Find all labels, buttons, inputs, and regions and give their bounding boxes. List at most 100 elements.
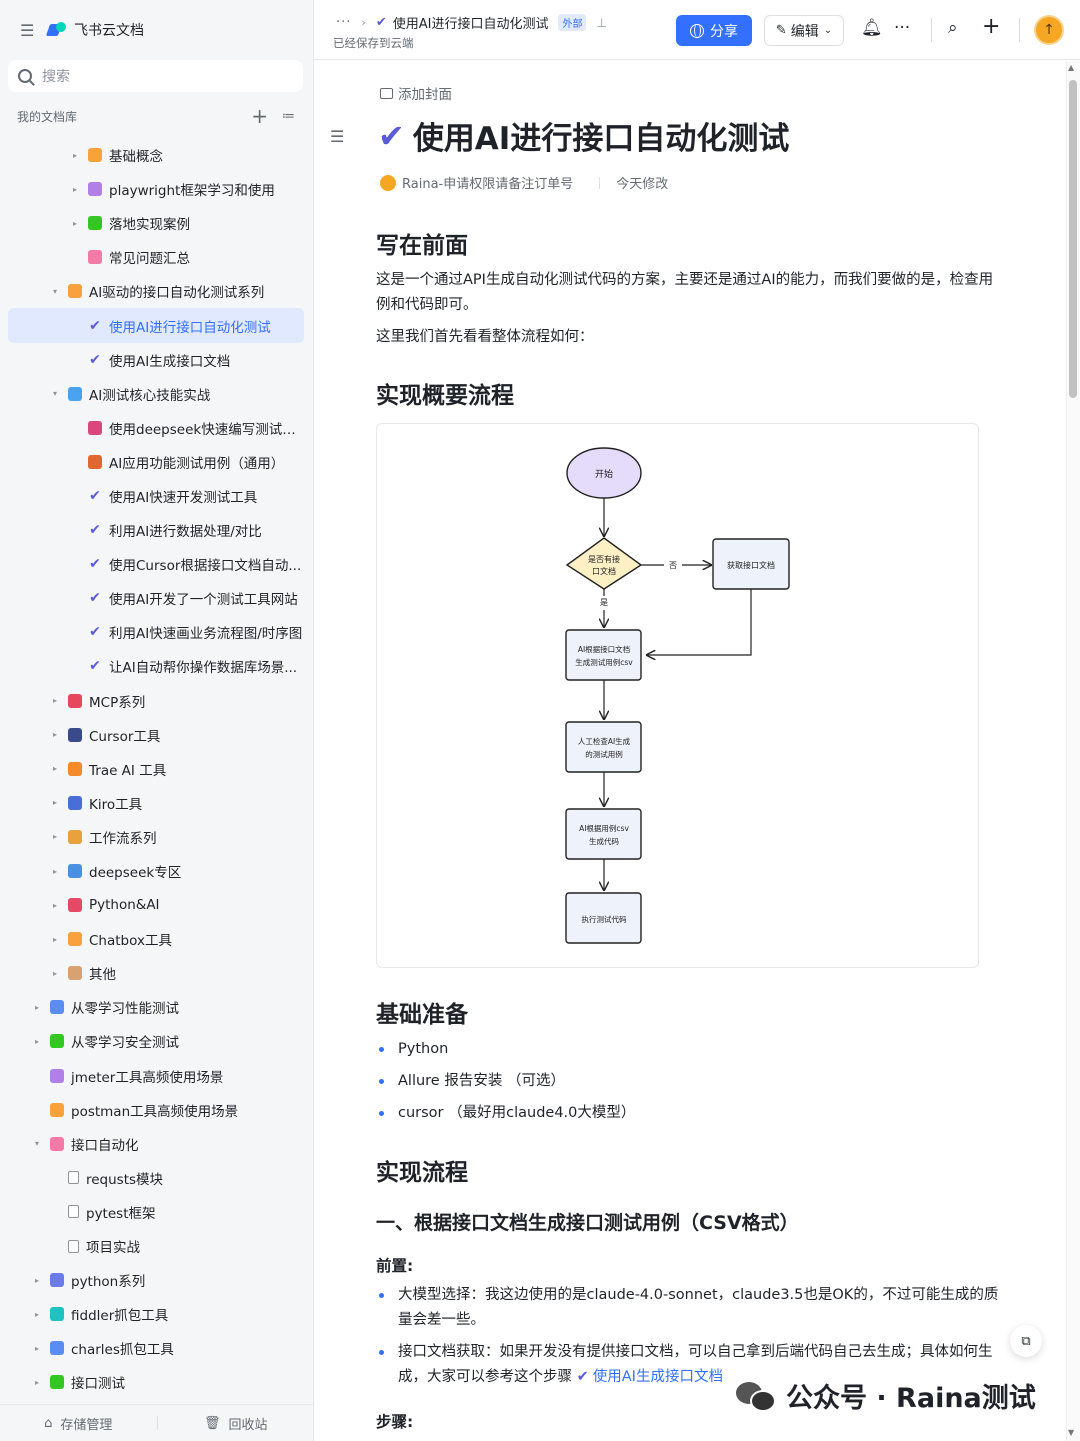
page-title[interactable]: ✔ 使用AI进行接口自动化测试 — [378, 113, 789, 158]
outline-icon[interactable]: ☰ — [330, 127, 345, 146]
flow-no-label: 否 — [669, 561, 677, 570]
breadcrumb-more-icon[interactable]: ··· — [336, 15, 352, 30]
search-icon[interactable]: ⌕ — [948, 18, 958, 38]
sidebar-item[interactable]: ▾AI测试核心技能实战 — [8, 377, 304, 411]
search-icon — [18, 69, 32, 83]
floating-help-button[interactable]: ⧉ — [1010, 1325, 1042, 1357]
search-input[interactable]: 搜索 — [8, 60, 303, 92]
sidebar-item[interactable]: ▾AI驱动的接口自动化测试系列 — [8, 274, 304, 308]
tv-icon — [68, 795, 82, 810]
folder-orange-icon — [68, 284, 82, 299]
caret-down-icon[interactable]: ▾ — [34, 1139, 39, 1149]
sidebar-item[interactable]: ✔使用AI快速开发测试工具 — [8, 479, 304, 513]
sidebar-item[interactable]: ▸工作流系列 — [8, 820, 304, 854]
caret-right-icon[interactable]: ▸ — [52, 900, 57, 910]
sidebar-item[interactable]: postman工具高频使用场景 — [8, 1093, 304, 1127]
flow-gen-csv-label-1: AI根据接口文档 — [578, 644, 630, 654]
sidebar-item[interactable]: 常见问题汇总 — [8, 240, 304, 274]
flow-run-node — [565, 892, 642, 944]
sidebar-item[interactable]: ▸落地实现案例 — [8, 206, 304, 240]
trash-button[interactable]: 🗑 回收站 — [158, 1414, 315, 1433]
sidebar-item[interactable]: 项目实战 — [8, 1229, 304, 1263]
caret-right-icon[interactable]: ▸ — [52, 696, 57, 706]
sidebar-item[interactable]: ▸Python&AI — [8, 888, 304, 922]
add-cover-button[interactable]: 添加封面 — [380, 83, 452, 103]
share-button[interactable]: 分享 — [676, 15, 752, 46]
caret-right-icon[interactable]: ▸ — [34, 1036, 39, 1046]
scrollbar-thumb[interactable] — [1069, 80, 1077, 398]
scrollbar[interactable] — [1066, 61, 1080, 1441]
sidebar-item[interactable]: ✔利用AI进行数据处理/对比 — [8, 513, 304, 547]
doc-link[interactable]: ✔使用AI生成接口文档 — [577, 1369, 723, 1385]
sidebar-item[interactable]: ▸从零学习安全测试 — [8, 1024, 304, 1058]
sidebar-item[interactable]: 使用deepseek快速编写测试脚本 — [8, 411, 304, 445]
caret-right-icon[interactable]: ▸ — [34, 1002, 39, 1012]
caret-right-icon[interactable]: ▸ — [52, 764, 57, 774]
collapse-sidebar-icon[interactable]: ☰ — [20, 20, 35, 40]
sidebar-item-label: 使用AI开发了一个测试工具网站 — [109, 592, 298, 609]
sidebar-item[interactable]: ✔使用AI开发了一个测试工具网站 — [8, 581, 304, 615]
sidebar-item[interactable]: ▸接口测试 — [8, 1365, 304, 1399]
add-icon[interactable]: + — [251, 104, 268, 128]
sidebar-item[interactable]: ✔让AI自动帮你操作数据库场景... — [8, 649, 304, 683]
watermark: 公众号 · Raina测试 — [736, 1376, 1036, 1415]
sidebar-item[interactable]: jmeter工具高频使用场景 — [8, 1059, 304, 1093]
author-name[interactable]: Raina-申请权限请备注订单号 — [402, 177, 574, 192]
caret-right-icon[interactable]: ▸ — [52, 968, 57, 978]
sidebar-item[interactable]: AI应用功能测试用例（通用） — [8, 445, 304, 479]
bell-icon[interactable]: 🔔︎ — [861, 18, 883, 38]
caret-right-icon[interactable]: ▸ — [34, 1275, 39, 1285]
sidebar-item[interactable]: ✔利用AI快速画业务流程图/时序图 — [8, 615, 304, 649]
caret-right-icon[interactable]: ▸ — [52, 832, 57, 842]
sidebar-item[interactable]: ▸fiddler抓包工具 — [8, 1297, 304, 1331]
caret-right-icon[interactable]: ▸ — [72, 150, 77, 160]
sidebar-item[interactable]: ▸从零学习性能测试 — [8, 990, 304, 1024]
sidebar-item[interactable]: ▸MCP系列 — [8, 684, 304, 718]
pin-icon[interactable]: ⊥ — [596, 15, 607, 30]
breadcrumb: ··· › ✔ 使用AI进行接口自动化测试 外部 ⊥ — [336, 13, 607, 32]
breadcrumb-doc-title[interactable]: 使用AI进行接口自动化测试 — [392, 17, 549, 32]
sidebar-item[interactable]: ▸deepseek专区 — [8, 854, 304, 888]
caret-right-icon[interactable]: ▸ — [52, 730, 57, 740]
sidebar-item[interactable]: ✔使用Cursor根据接口文档自动... — [8, 547, 304, 581]
brand-name[interactable]: 飞书云文档 — [74, 23, 144, 39]
sidebar-item-label: Kiro工具 — [89, 796, 143, 813]
create-icon[interactable]: + — [982, 14, 1001, 39]
sidebar-item[interactable]: ✔使用AI进行接口自动化测试 — [8, 308, 304, 343]
caret-right-icon[interactable]: ▸ — [52, 798, 57, 808]
caret-right-icon[interactable]: ▸ — [52, 934, 57, 944]
caret-right-icon[interactable]: ▸ — [72, 184, 77, 194]
storage-button[interactable]: ⌂ 存储管理 — [0, 1414, 157, 1433]
tree-view-icon[interactable]: ≔ — [282, 108, 295, 124]
caret-right-icon[interactable]: ▸ — [34, 1309, 39, 1319]
sidebar-item[interactable]: ✔使用AI生成接口文档 — [8, 343, 304, 377]
sidebar-item[interactable]: ▸python系列 — [8, 1263, 304, 1297]
sidebar-item[interactable]: ▸ Kiro工具 — [8, 786, 304, 820]
caret-down-icon[interactable]: ▾ — [52, 389, 57, 399]
caret-down-icon[interactable]: ▾ — [52, 286, 57, 296]
edit-mode-button[interactable]: ✎ 编辑 ⌄ — [764, 15, 844, 46]
sidebar-item[interactable]: pytest框架 — [8, 1195, 304, 1229]
more-icon[interactable]: ··· — [894, 18, 911, 38]
caret-right-icon[interactable]: ▸ — [34, 1377, 39, 1387]
check-icon: ✔ — [89, 487, 101, 504]
sidebar-item[interactable]: ▾接口自动化 — [8, 1127, 304, 1161]
scroll-down-icon[interactable]: ▼ — [1068, 1428, 1075, 1437]
sidebar-item[interactable]: ▸Trae AI 工具 — [8, 752, 304, 786]
search-placeholder: 搜索 — [42, 69, 70, 85]
flowchart-block[interactable]: 开始 是否有接 口文档 否 获取接口文档 是 AI根据接口文档 生成测试用例cs… — [376, 423, 979, 968]
caret-right-icon[interactable]: ▸ — [52, 866, 57, 876]
sidebar-item[interactable]: ▸Chatbox工具 — [8, 922, 304, 956]
sidebar-item[interactable]: ▸Cursor工具 — [8, 718, 304, 752]
caret-right-icon[interactable]: ▸ — [72, 218, 77, 228]
sidebar-item[interactable]: requsts模块 — [8, 1161, 304, 1195]
sidebar-item[interactable]: ▸charles抓包工具 — [8, 1331, 304, 1365]
avatar[interactable]: ↑ — [1034, 15, 1064, 45]
sidebar-item[interactable]: ▸playwright框架学习和使用 — [8, 172, 304, 206]
sidebar-item[interactable]: ▸其他 — [8, 956, 304, 990]
caret-right-icon[interactable]: ▸ — [34, 1343, 39, 1353]
sidebar-item[interactable]: ▸基础概念 — [8, 138, 304, 172]
scroll-up-icon[interactable]: ▲ — [1068, 63, 1075, 72]
pen-icon: ✎ — [775, 23, 787, 38]
